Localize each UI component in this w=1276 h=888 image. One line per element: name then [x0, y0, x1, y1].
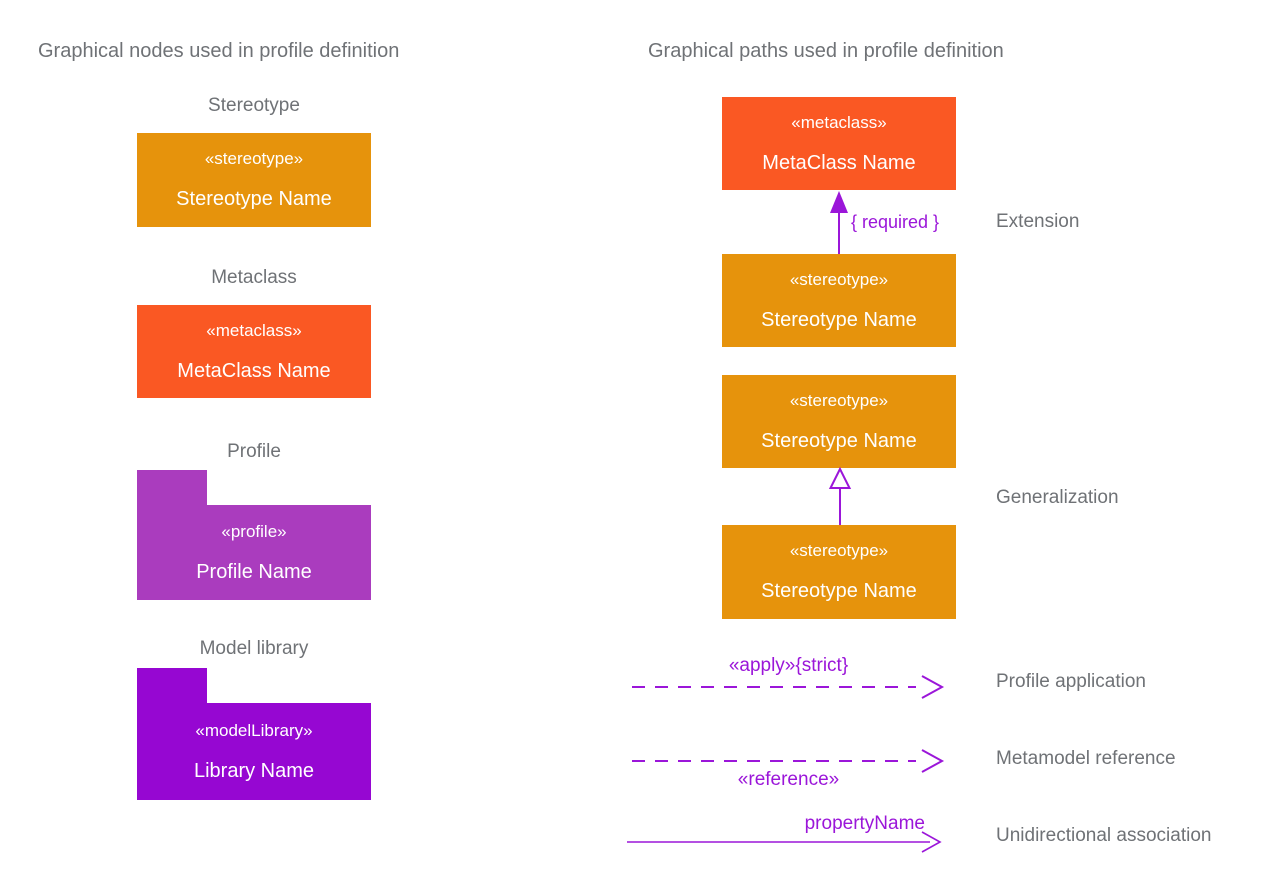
generalization-child-keyword: «stereotype» — [789, 541, 889, 560]
extension-required-annotation: { required } — [851, 212, 940, 232]
profile-folder-tab — [137, 470, 207, 505]
extension-arrow — [830, 191, 848, 254]
generalization-label: Generalization — [996, 487, 1119, 508]
stereotype-node: «stereotype» Stereotype Name — [137, 133, 371, 227]
generalization-child-box: «stereotype» Stereotype Name — [722, 525, 956, 619]
metamodel-reference-label: Metamodel reference — [996, 748, 1176, 769]
generalization-parent-box: «stereotype» Stereotype Name — [722, 375, 956, 468]
profile-application-annotation: «apply»{strict} — [728, 655, 849, 676]
generalization-parent-name: Stereotype Name — [761, 429, 917, 452]
profile-keyword: «profile» — [221, 521, 287, 541]
extension-metaclass-box: «metaclass» MetaClass Name — [722, 97, 956, 190]
extension-stereotype-keyword: «stereotype» — [789, 269, 889, 289]
profile-application-arrow — [632, 675, 945, 699]
profile-name: Profile Name — [196, 560, 312, 583]
model-library-node-label: Model library — [199, 638, 309, 659]
left-section-title: Graphical nodes used in profile definiti… — [38, 40, 400, 62]
extension-stereotype-name: Stereotype Name — [761, 308, 917, 331]
unidirectional-association-annotation: propertyName — [804, 813, 925, 834]
extension-stereotype-box: «stereotype» Stereotype Name — [722, 254, 956, 347]
model-library-folder-tab — [137, 668, 207, 703]
unidirectional-association-label: Unidirectional association — [996, 825, 1212, 846]
extension-metaclass-keyword: «metaclass» — [791, 112, 887, 132]
metaclass-node: «metaclass» MetaClass Name — [137, 305, 371, 398]
metaclass-name: MetaClass Name — [177, 359, 331, 382]
stereotype-name: Stereotype Name — [176, 188, 332, 210]
generalization-child-name: Stereotype Name — [761, 580, 917, 602]
model-library-name: Library Name — [193, 759, 315, 782]
metamodel-reference-annotation: «reference» — [737, 769, 840, 790]
extension-metaclass-name: MetaClass Name — [762, 151, 916, 174]
right-section-title: Graphical paths used in profile definiti… — [648, 40, 1004, 62]
metaclass-node-label: Metaclass — [211, 267, 297, 288]
model-library-keyword: «modelLibrary» — [195, 720, 313, 740]
model-library-node: «modelLibrary» Library Name — [137, 703, 371, 800]
extension-label: Extension — [996, 211, 1080, 232]
stereotype-keyword: «stereotype» — [204, 149, 304, 168]
generalization-parent-keyword: «stereotype» — [789, 390, 889, 410]
generalization-arrow — [828, 466, 852, 525]
stereotype-node-label: Stereotype — [208, 95, 300, 116]
profile-application-label: Profile application — [996, 671, 1146, 692]
profile-node-label: Profile — [227, 441, 281, 462]
metaclass-keyword: «metaclass» — [206, 320, 302, 340]
unidirectional-association-arrow — [627, 831, 942, 853]
profile-node: «profile» Profile Name — [137, 505, 371, 600]
